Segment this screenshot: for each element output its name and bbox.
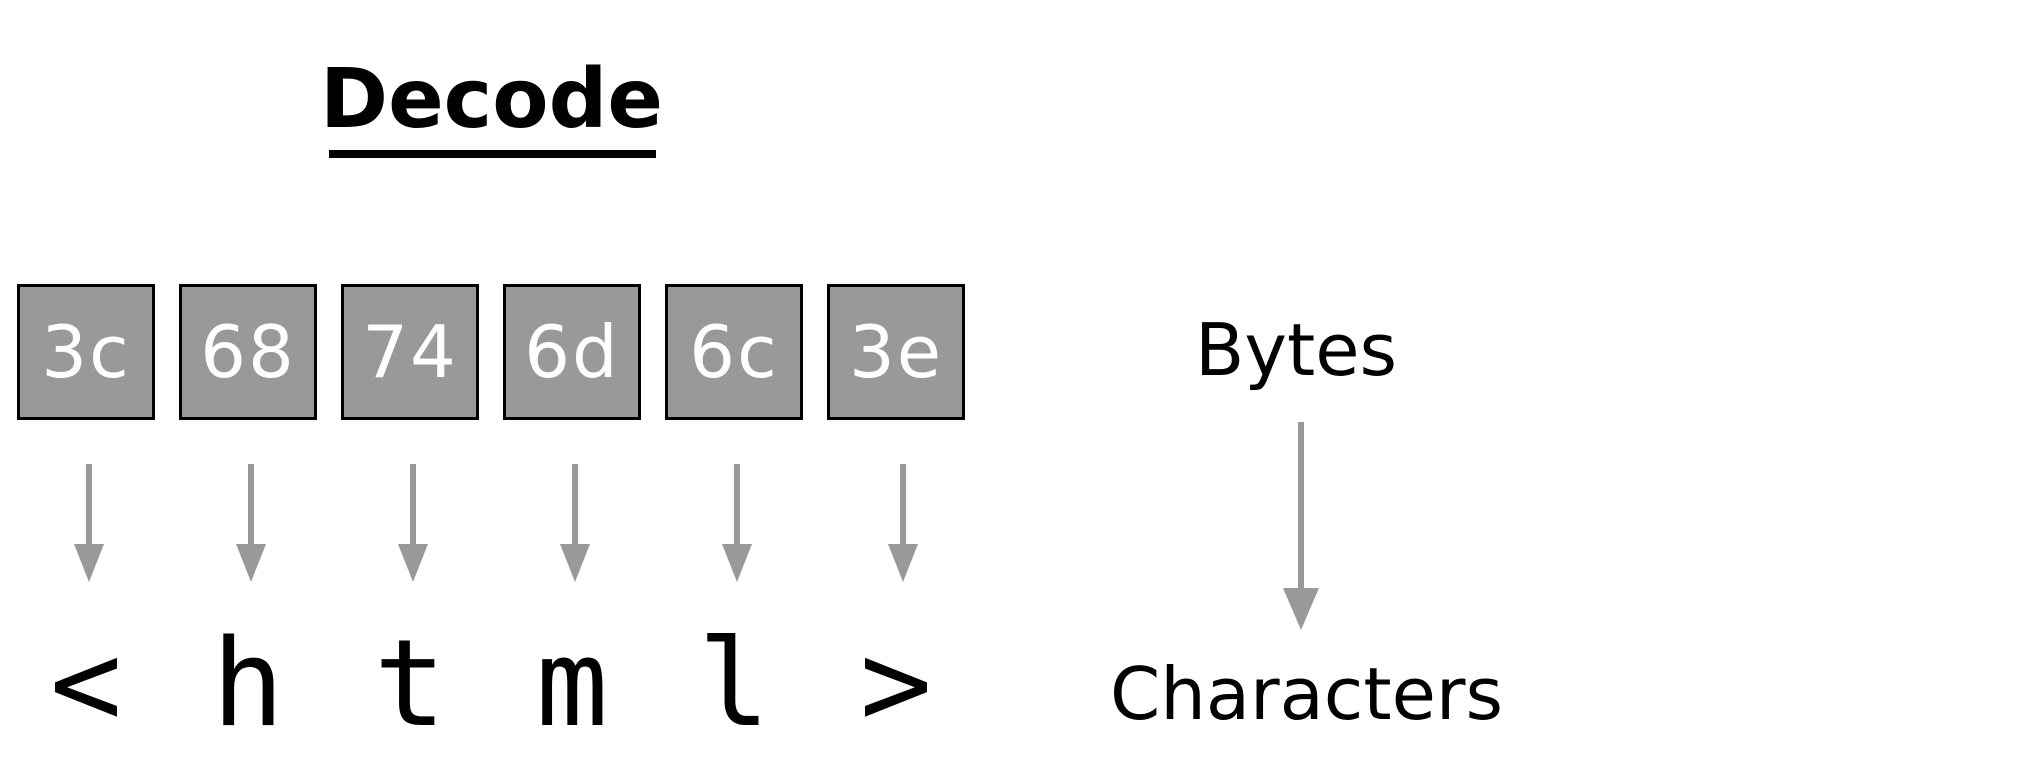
bytes-label: Bytes	[1195, 308, 1398, 392]
diagram-title: Decode	[320, 52, 663, 147]
down-arrow-icon	[560, 464, 590, 582]
byte-box-0: 3c	[17, 284, 155, 420]
decoded-char-3: m	[535, 615, 609, 754]
title-underline	[329, 150, 656, 158]
decoded-char-1: h	[211, 615, 285, 754]
byte-box-3: 6d	[503, 284, 641, 420]
down-arrow-icon	[888, 464, 918, 582]
byte-box-4: 6c	[665, 284, 803, 420]
down-arrow-icon	[722, 464, 752, 582]
down-arrow-icon	[74, 464, 104, 582]
decoded-char-5: >	[859, 615, 933, 754]
decoded-char-2: t	[373, 615, 447, 754]
byte-box-1: 68	[179, 284, 317, 420]
down-arrow-icon	[398, 464, 428, 582]
characters-label: Characters	[1110, 652, 1503, 736]
decoded-char-0: <	[49, 615, 123, 754]
long-down-arrow-icon	[1283, 422, 1319, 630]
decoded-char-4: l	[697, 615, 771, 754]
byte-box-2: 74	[341, 284, 479, 420]
down-arrow-icon	[236, 464, 266, 582]
byte-box-5: 3e	[827, 284, 965, 420]
